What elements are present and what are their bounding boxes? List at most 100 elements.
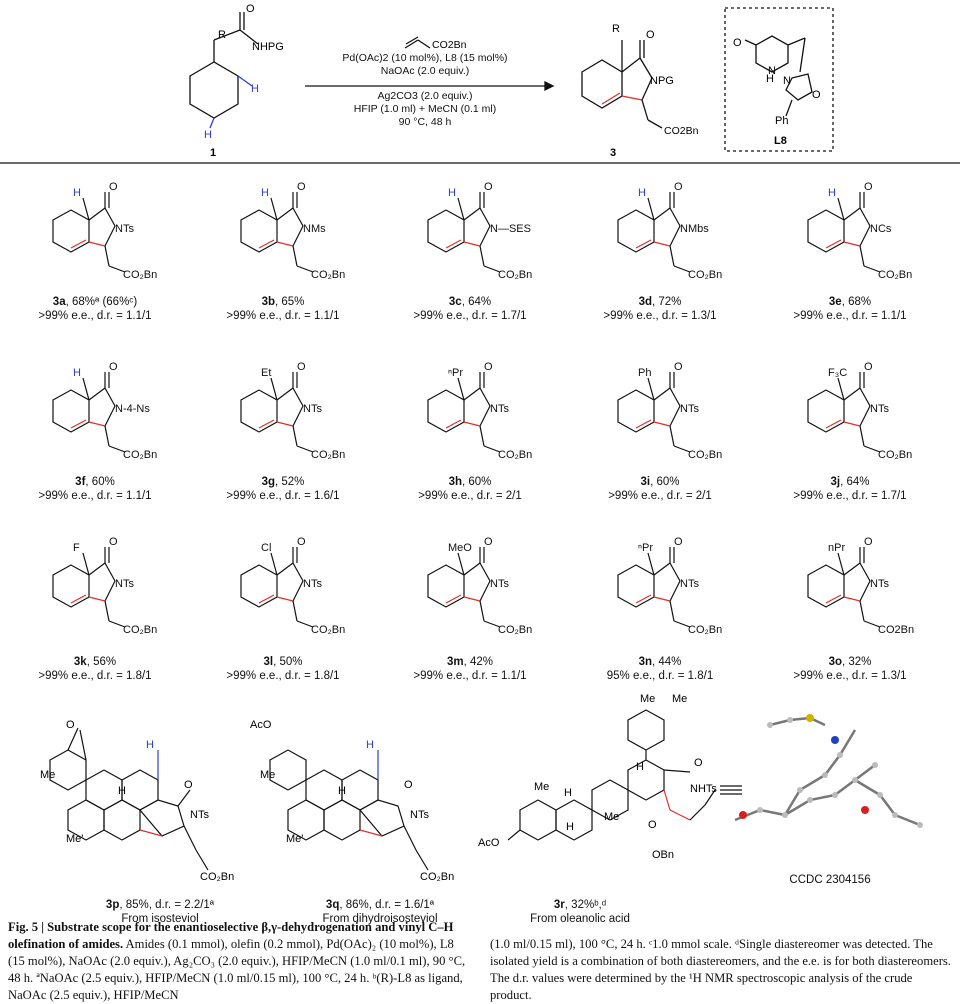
- 3p-oxo: O: [66, 719, 75, 731]
- compound-selectivity: >99% e.e., d.r. = 1.6/1: [226, 490, 340, 502]
- compound-id: 3b: [261, 296, 275, 308]
- ester-label: CO₂Bn: [498, 269, 532, 281]
- compound-id: 3d: [638, 296, 652, 308]
- ester-label: CO₂Bn: [878, 449, 912, 461]
- compound-yield: , 60%: [85, 476, 115, 488]
- substituent-label: Cl: [261, 542, 271, 554]
- 3p-h2: H: [146, 739, 154, 751]
- compound-selectivity: >99% e.e., d.r. = 1.1/1: [413, 670, 527, 682]
- compound-id: 3q: [325, 899, 340, 911]
- ester-label: CO₂Bn: [311, 269, 345, 281]
- oxo-label: O: [297, 361, 306, 373]
- protecting-group-label: N-4-Ns: [115, 403, 150, 415]
- oxo-label: O: [674, 181, 683, 193]
- 3q-ester: CO₂Bn: [420, 871, 454, 883]
- compound-yield: , 44%: [652, 656, 682, 668]
- compound-yield: , 65%: [275, 296, 305, 308]
- 3p-me2: Me': [66, 833, 83, 845]
- compound-yield: , 72%: [652, 296, 682, 308]
- ligand-label: L8: [774, 135, 787, 147]
- 3q-me2: Me': [286, 833, 303, 845]
- caption-3f: 3f, 60%>99% e.e., d.r. = 1.1/1: [0, 475, 190, 503]
- protecting-group-label: NTs: [870, 403, 889, 415]
- ligand-o: O: [733, 37, 742, 49]
- ligand-ph: Ph: [775, 115, 788, 127]
- oxo-label: O: [864, 536, 873, 548]
- compound-yield: , 86%, d.r. = 1.6/1ª: [339, 899, 435, 911]
- reaction-conditions: Pd(OAc)2 (10 mol%), L8 (15 mol%) NaOAc (…: [330, 52, 520, 78]
- compound-selectivity: 95% e.e., d.r. = 1.8/1: [606, 670, 714, 682]
- oxo-label: O: [484, 361, 493, 373]
- ester-label: CO₂Bn: [123, 449, 157, 461]
- compound-yield: , 64%: [840, 476, 870, 488]
- substituent-label: nPr: [828, 542, 845, 554]
- compound-id: 3h: [448, 476, 462, 488]
- condition-5: 90 °C, 48 h: [398, 116, 452, 128]
- caption-3a: 3a, 68%ª (66%ᶜ)>99% e.e., d.r. = 1.1/1: [0, 295, 190, 323]
- condition-3: Ag2CO3 (2.0 equiv.): [377, 90, 473, 102]
- h-label-1: H: [251, 83, 259, 95]
- oxo-label: O: [246, 3, 255, 15]
- substituent-label: H: [828, 187, 836, 199]
- compound-id: 3f: [75, 476, 86, 488]
- substituent-label: ⁿPr: [638, 542, 653, 554]
- 3q-me: Me: [260, 769, 275, 781]
- oxo-label: O: [484, 181, 493, 193]
- compound-yield: , 85%, d.r. = 2.2/1ª: [119, 899, 215, 911]
- ester-label: CO₂Bn: [123, 269, 157, 281]
- substituent-label: H: [73, 367, 81, 379]
- 3q-h2: H: [366, 739, 374, 751]
- caption-3b: 3b, 65%>99% e.e., d.r. = 1.1/1: [188, 295, 378, 323]
- condition-1: Pd(OAc)2 (10 mol%), L8 (15 mol%): [342, 52, 508, 64]
- 3r-h3: H: [636, 761, 644, 773]
- compound-id: 3j: [830, 476, 841, 488]
- compound-id: 3k: [73, 656, 87, 668]
- oxo-label: O: [109, 536, 118, 548]
- 3p-o: O: [184, 779, 193, 791]
- 3r-me3: Me: [534, 781, 549, 793]
- caption-3l: 3l, 50%>99% e.e., d.r. = 1.8/1: [188, 655, 378, 683]
- oxo-label: O: [674, 361, 683, 373]
- oxo-label: O: [864, 181, 873, 193]
- compound-source: From isosteviol: [121, 913, 199, 925]
- compound-yield: , 60%: [462, 476, 492, 488]
- substituent-label: Ph: [638, 367, 651, 379]
- compound-yield: , 52%: [275, 476, 305, 488]
- 3r-o: O: [694, 757, 703, 769]
- condition-2: NaOAc (2.0 equiv.): [380, 65, 470, 77]
- protecting-group-label: NTs: [303, 403, 322, 415]
- substituent-label: F₃C: [828, 367, 847, 379]
- h-label-2: H: [204, 129, 212, 141]
- caption-3k: 3k, 56%>99% e.e., d.r. = 1.8/1: [0, 655, 190, 683]
- caption-3o: 3o, 32%>99% e.e., d.r. = 1.3/1: [755, 655, 945, 683]
- protecting-group-label: NTs: [115, 578, 134, 590]
- 3r-o2: O: [648, 819, 657, 831]
- compound-yield: , 56%: [86, 656, 117, 668]
- caption-3n: 3n, 44%95% e.e., d.r. = 1.8/1: [565, 655, 755, 683]
- 3q-nts: NTs: [410, 809, 429, 821]
- caption-3r: 3r, 32%ᵇ,ᵈ From oleanolic acid: [500, 898, 660, 926]
- compound-selectivity: >99% e.e., d.r. = 1.7/1: [793, 490, 907, 502]
- 3p-h1: H: [118, 785, 126, 797]
- 3r-me1: Me: [640, 693, 655, 705]
- compound-yield: , 68%: [841, 296, 872, 308]
- protecting-group-label: NTs: [680, 403, 699, 415]
- substituent-label: Et: [261, 367, 271, 379]
- caption-3c: 3c, 64%>99% e.e., d.r. = 1.7/1: [375, 295, 565, 323]
- compound-id: 3g: [261, 476, 275, 488]
- compound-selectivity: >99% e.e., d.r. = 1.3/1: [793, 670, 907, 682]
- ester-label: CO₂Bn: [878, 269, 912, 281]
- compound-yield: , 64%: [461, 296, 492, 308]
- protecting-group-label: NTs: [870, 578, 889, 590]
- compound-id: 3l: [263, 656, 274, 668]
- oxo-label: O: [864, 361, 873, 373]
- 3r-nhts: NHTs: [690, 783, 717, 795]
- r-label: R: [218, 29, 226, 41]
- oxygen-atom: [861, 806, 869, 814]
- substituent-label: F: [73, 542, 80, 554]
- figure-legend-left: Fig. 5 | Substrate scope for the enantio…: [8, 919, 470, 1004]
- ester-label: CO₂Bn: [498, 624, 532, 636]
